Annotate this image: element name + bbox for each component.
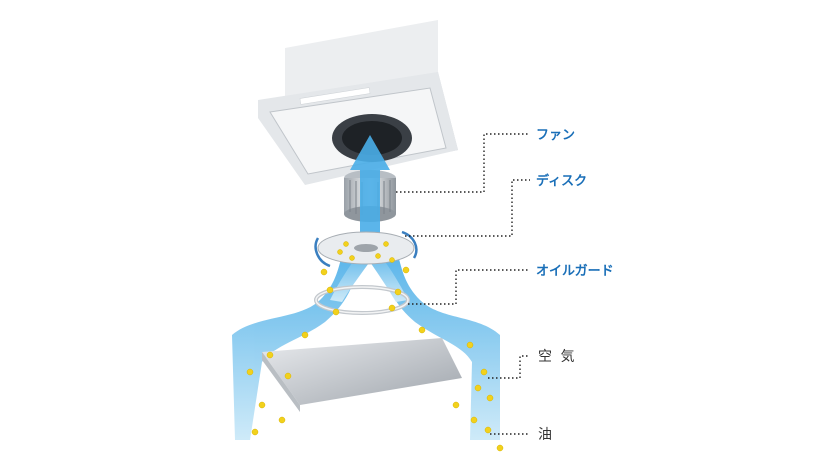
oil-droplets	[246, 241, 504, 452]
oil-label: 油	[538, 427, 554, 443]
oil-guard-label: オイルガード	[536, 264, 614, 279]
disk-label: ディスク	[536, 174, 588, 189]
fan-label: ファン	[536, 128, 576, 143]
rectifier-plate	[262, 338, 462, 412]
oil-guard-part	[314, 285, 410, 315]
air-label: 空 気	[538, 349, 577, 365]
leader-lines	[396, 133, 530, 435]
disk-part	[314, 230, 418, 268]
range-hood-body	[258, 20, 458, 185]
